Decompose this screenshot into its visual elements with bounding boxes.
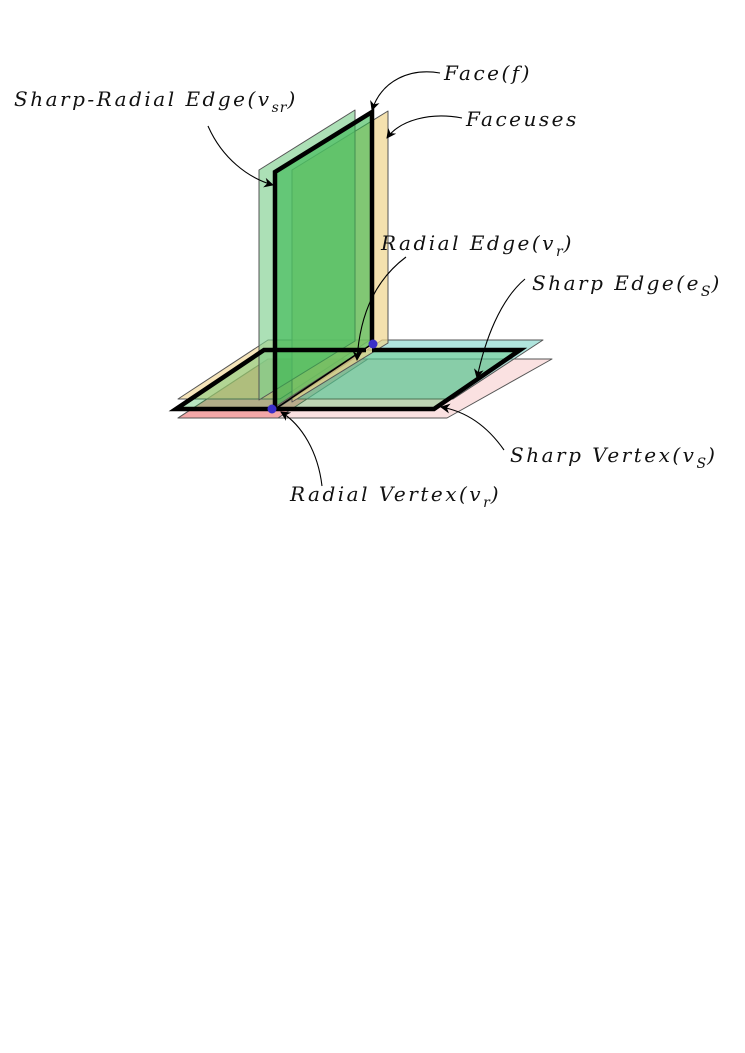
radial-edge-label-main: Radial Edge(v <box>380 231 556 255</box>
sharp-vertex-label-main: Sharp Vertex(v <box>510 443 696 467</box>
sharp-vertex-arrow <box>440 403 505 451</box>
edges <box>168 107 528 412</box>
sharp-radial-edge-label-sub: sr <box>272 100 288 116</box>
sharp-radial-edge-label: Sharp-Radial Edge(vsr) <box>14 87 298 116</box>
sharp-vertex-label-sub: S <box>696 456 707 472</box>
sharp-vertex-label: Sharp Vertex(vS) <box>510 443 717 472</box>
right-face-boundary-edge <box>275 347 528 412</box>
left-face-boundary-edge <box>168 347 366 412</box>
labels: Face(f) Faceuses Sharp-Radial Edge(vsr) … <box>14 61 722 511</box>
sharp-radial-edge-label-main: Sharp-Radial Edge(v <box>14 87 272 111</box>
radial-vertex-label-close: ) <box>490 482 501 506</box>
radial-vertex-label-main: Radial Vertex(v <box>289 482 483 506</box>
faceuses-arrow <box>386 115 463 139</box>
radial-edge-label-close: ) <box>563 231 574 255</box>
radial-vertex-dot <box>267 404 277 414</box>
callout-arrows <box>207 71 526 487</box>
radial-vertex-label: Radial Vertex(vr) <box>289 482 501 511</box>
radial-edge-arrow <box>352 256 407 361</box>
top-vertex-dot <box>368 339 378 349</box>
sharp-edge-label-main: Sharp Edge(e <box>532 271 701 295</box>
faceuses-label: Faceuses <box>465 107 579 131</box>
radial-vertex-arrow <box>280 411 323 487</box>
sharp-edge-label-close: ) <box>711 271 722 295</box>
sharp-edge-arrow <box>473 278 526 379</box>
sharp-edge-label: Sharp Edge(eS) <box>532 271 722 300</box>
sharp-radial-edge-label-close: ) <box>286 87 297 111</box>
face-arrow <box>370 71 441 111</box>
radial-vertex-label-sub: r <box>483 495 491 511</box>
sharp-radial-edge-arrow <box>207 125 274 188</box>
face-label: Face(f) <box>443 61 532 85</box>
radial-edge-label-sub: r <box>556 244 564 260</box>
face-boundary-edge <box>272 107 375 409</box>
radial-edge-label: Radial Edge(vr) <box>380 231 574 260</box>
sharp-edge-label-sub: S <box>701 284 712 300</box>
vertices <box>267 339 378 414</box>
vertical-planes <box>258 109 389 408</box>
sharp-vertex-label-close: ) <box>706 443 717 467</box>
